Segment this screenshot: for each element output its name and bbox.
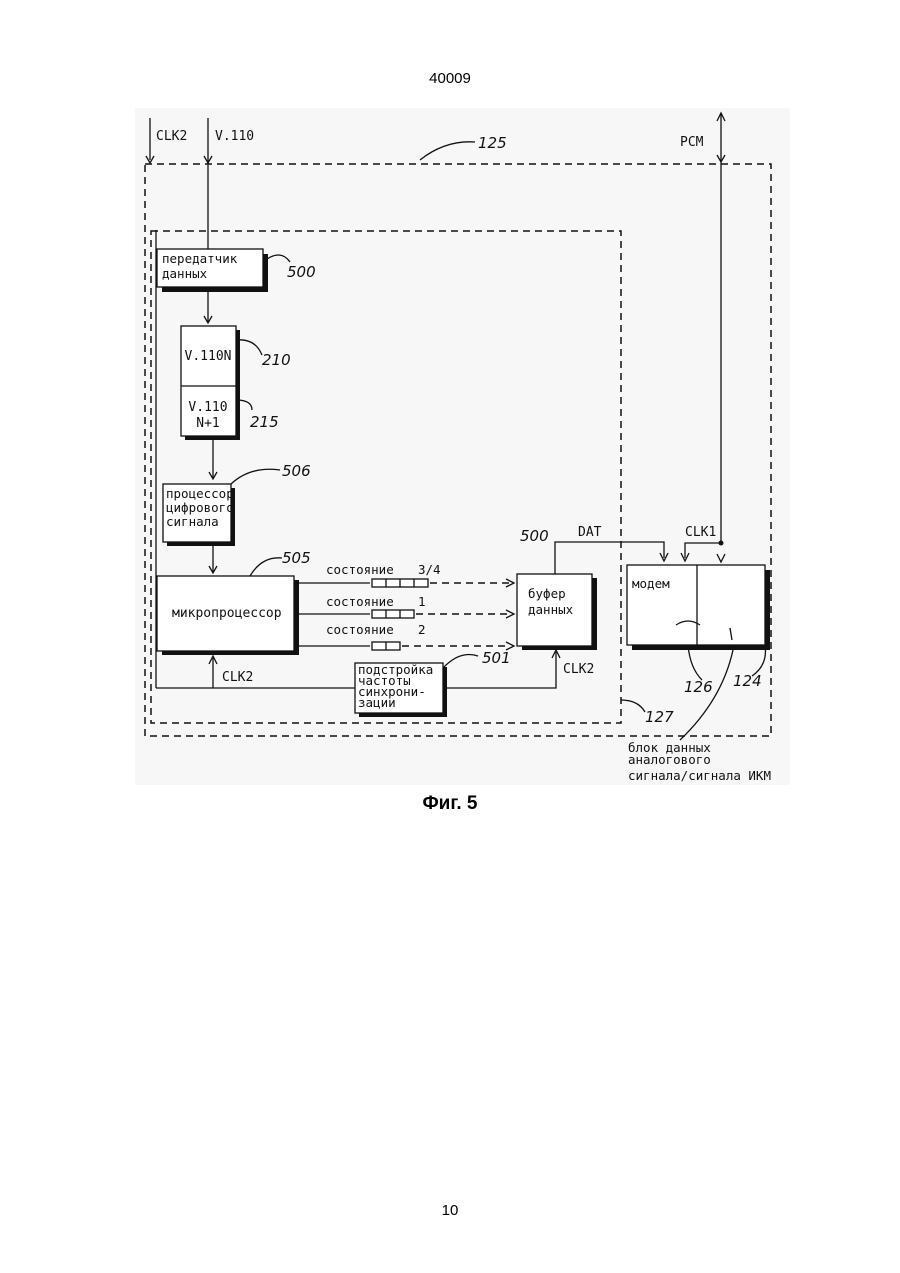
state-3-label: состояние <box>326 622 394 637</box>
ref-210: 210 <box>262 351 291 369</box>
clk1-junction <box>719 541 724 546</box>
state-3-value: 2 <box>418 622 426 637</box>
v110n1-line1: V.110 <box>188 400 227 415</box>
ref-501: 501 <box>482 649 511 667</box>
figure-caption: Фиг. 5 <box>0 793 900 815</box>
buffer-line2: данных <box>528 602 574 617</box>
state-2-value: 1 <box>418 594 426 609</box>
ref-500b: 500 <box>520 527 549 545</box>
modem-label: модем <box>632 576 670 591</box>
clk2-bottom-label: CLK2 <box>222 670 253 685</box>
clk2-right-label: CLK2 <box>563 662 594 677</box>
ref-124: 124 <box>733 672 762 690</box>
clk1-label: CLK1 <box>685 525 716 540</box>
analog-block-line2: аналогового <box>628 752 711 767</box>
block-diagram: CLK2 V.110 PCM 125 передатчик данных 500… <box>0 0 900 790</box>
state-2-label: состояние <box>326 594 394 609</box>
state-1-value: 3/4 <box>418 562 441 577</box>
v110n-label: V.110N <box>185 349 232 364</box>
buffer-line1: буфер <box>528 586 566 601</box>
microprocessor-label: микропроцессор <box>172 606 282 621</box>
state-1-label: состояние <box>326 562 394 577</box>
dsp-line2: цифрового <box>166 500 234 515</box>
ref-126: 126 <box>684 678 713 696</box>
clock-adjust-line4: зации <box>358 695 396 710</box>
pcm-label: PCM <box>680 135 704 150</box>
dat-label: DAT <box>578 525 602 540</box>
transmitter-line2: данных <box>162 266 208 281</box>
v110n1-line2: N+1 <box>196 416 219 431</box>
dsp-line1: процессор <box>166 486 234 501</box>
ref-215: 215 <box>250 413 279 431</box>
ref-500a: 500 <box>287 263 316 281</box>
ref-125: 125 <box>478 134 507 152</box>
transmitter-line1: передатчик <box>162 251 238 266</box>
ref-127: 127 <box>645 708 674 726</box>
analog-block-line3: сигнала/сигнала ИКМ <box>628 768 771 783</box>
dsp-line3: сигнала <box>166 514 219 529</box>
ref-506: 506 <box>282 462 311 480</box>
clk2-input-label: CLK2 <box>156 129 187 144</box>
v110-input-label: V.110 <box>215 129 254 144</box>
page-number: 10 <box>0 1202 900 1219</box>
ref-505: 505 <box>282 549 311 567</box>
